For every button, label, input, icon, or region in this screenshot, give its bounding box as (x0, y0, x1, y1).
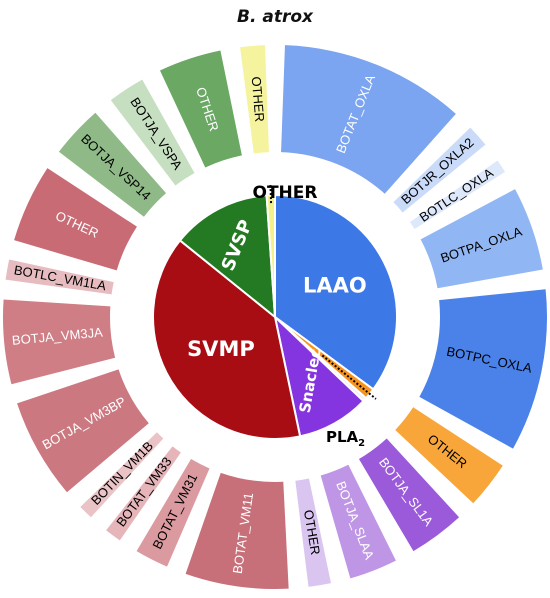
inner-slice-laao (274, 193, 398, 391)
outer-ring: BOTAT_OXLABOTJR_OXLA2BOTLC_OXLABOTPA_OXL… (3, 45, 547, 589)
inner-label-svmp: SVMP (187, 337, 255, 361)
outer-segment-svmp-botja-vm3bp-13 (17, 369, 149, 493)
outer-segment-laao-botat-oxla-0 (281, 45, 456, 194)
outer-segment-snaclec-other-8 (295, 478, 331, 587)
outer-segment-svmp-other-16 (14, 168, 137, 271)
pla2-leader-line (321, 354, 377, 400)
outer-segment-other-other-20 (240, 45, 269, 154)
inner-label-laao: LAAO (303, 274, 367, 298)
outer-label-svmp-botlc-vm1la-15: BOTLC_VM1LA (13, 262, 108, 293)
outer-segment-svmp-botja-vm3ja-14 (3, 299, 116, 385)
outer-segment-svsp-other-19 (159, 50, 242, 168)
outer-label-snaclec-other-8: OTHER (301, 509, 323, 556)
callouts: OTHER PLA2 (253, 183, 377, 449)
outer-segment-laao-botpa-oxla-3 (420, 189, 543, 289)
outer-segment-laao-botpc-oxla-4 (419, 289, 547, 449)
outer-segment-snaclec-botja-slaa-7 (320, 464, 396, 579)
outer-segment-laao-botjr-oxla2-1 (393, 127, 486, 213)
chart-title: B. atrox (237, 7, 314, 27)
outer-segment-svmp-botat-vm33-11 (106, 446, 181, 541)
inner-slice-svsp (178, 194, 277, 320)
outer-segment-laao-botlc-oxla-2 (409, 160, 506, 229)
other-leader-line (269, 185, 273, 204)
callout-pla2: PLA2 (326, 428, 365, 449)
outer-segment-svmp-botlc-vm1la-15 (5, 259, 114, 295)
callout-other: OTHER (253, 183, 318, 203)
outer-segment-svsp-botja-vsp14-17 (58, 112, 167, 217)
outer-segment-svmp-botat-vm31-10 (136, 459, 210, 567)
inner-slice-svmp (152, 239, 302, 440)
outer-label-other-other-20: OTHER (249, 76, 268, 123)
outer-segment-svsp-botja-vspa-18 (110, 79, 195, 186)
outer-segment-svmp-botin-vm1b-12 (80, 432, 164, 518)
outer-segment-snaclec-botja-sl1a-6 (358, 438, 460, 552)
outer-segment-pla2-other-5 (395, 407, 503, 504)
outer-segment-svmp-botat-vm11-9 (185, 472, 289, 589)
